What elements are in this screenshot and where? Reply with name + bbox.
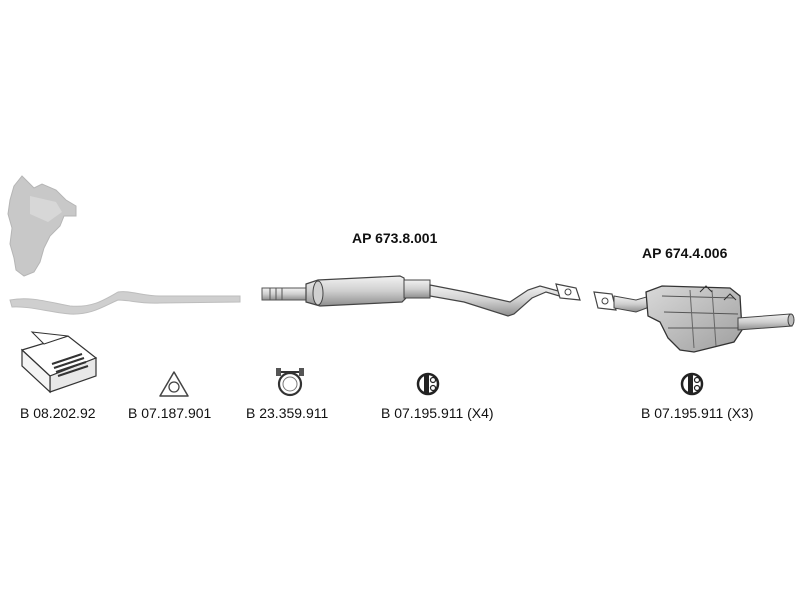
rear-silencer xyxy=(593,285,795,353)
rubber-hanger-icon xyxy=(680,372,704,396)
accessory-label-hanger-x3: B 07.195.911 (X3) xyxy=(641,405,754,421)
front-pipe-greyed xyxy=(9,291,241,315)
manifold-catalyst-greyed xyxy=(7,175,77,277)
rubber-hanger-icon xyxy=(416,372,440,396)
accessory-label-gasket: B 07.187.901 xyxy=(128,405,212,421)
mid-section-pipe xyxy=(261,275,581,317)
accessory-label-clamp: B 23.359.911 xyxy=(246,405,329,421)
accessory-label-hanger-x4: B 07.195.911 (X4) xyxy=(381,405,494,421)
accessory-label-mounting-kit: B 08.202.92 xyxy=(20,405,96,421)
pipe-clamp-icon xyxy=(276,368,304,397)
mid-section-part-number: AP 673.8.001 xyxy=(352,230,438,246)
rear-silencer-part-number: AP 674.4.006 xyxy=(642,245,728,261)
triangular-gasket-icon xyxy=(159,371,189,397)
mounting-kit-box-icon xyxy=(20,331,98,394)
